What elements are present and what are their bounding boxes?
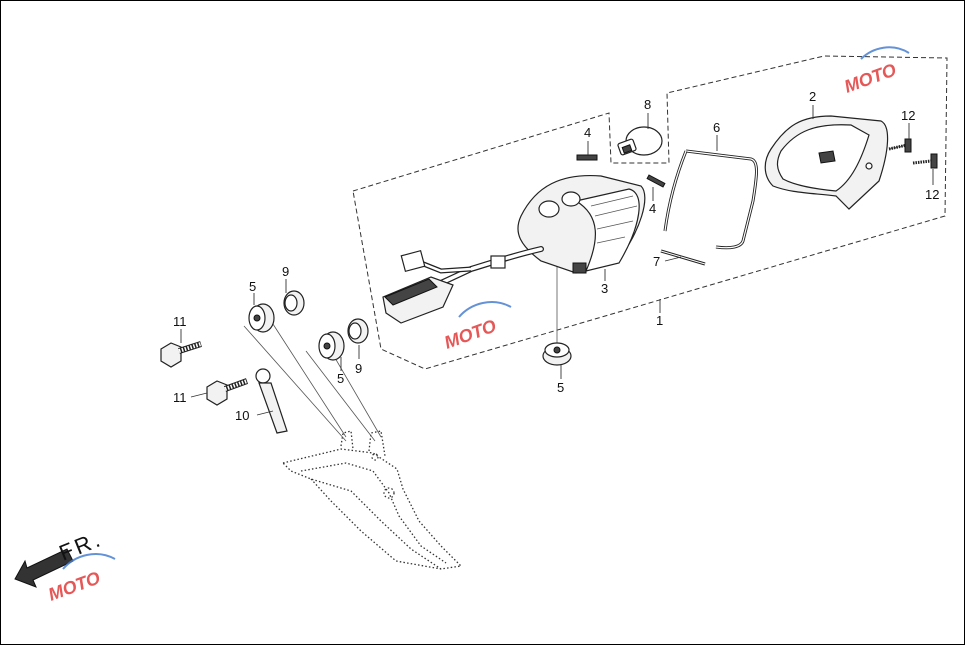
callout-12-lower: 12 — [925, 187, 939, 202]
watermark-text: MOTO — [46, 568, 103, 605]
guide-line-left-2 — [270, 320, 347, 438]
grommet-center — [542, 342, 572, 366]
spacer-mid — [646, 174, 666, 188]
screw-lower — [912, 153, 938, 169]
wire-clip — [255, 368, 288, 434]
watermark-text: MOTO — [842, 60, 899, 97]
leader-7 — [664, 256, 682, 262]
callout-5-left: 5 — [249, 279, 256, 294]
collar-right — [347, 318, 369, 344]
lamp-lens — [764, 115, 889, 210]
callout-9-left: 9 — [282, 264, 289, 279]
spacer-top — [576, 154, 598, 161]
bolt-lower — [206, 378, 249, 406]
screw-upper — [888, 138, 912, 153]
assembly-boundary — [352, 55, 948, 370]
lamp-housing — [382, 174, 646, 324]
callout-4-top: 4 — [584, 125, 591, 140]
guide-line-right-2 — [330, 350, 382, 438]
watermark-top-right: MOTO — [842, 46, 910, 97]
callout-3: 3 — [601, 281, 608, 296]
lamp-bulb — [617, 126, 663, 156]
guide-line-left — [243, 325, 347, 442]
collar-left — [283, 290, 305, 316]
callout-11-lower: 11 — [173, 390, 187, 405]
bolt-upper — [160, 341, 202, 368]
callout-11-upper: 11 — [173, 314, 187, 329]
callout-8: 8 — [644, 97, 651, 112]
callout-2: 2 — [809, 89, 816, 104]
guide-line-right — [305, 350, 376, 442]
callout-6: 6 — [713, 120, 720, 135]
watermark-text: MOTO — [442, 316, 499, 353]
callout-7: 7 — [653, 254, 660, 269]
front-label: FR. — [56, 526, 107, 566]
callout-5-mid: 5 — [337, 371, 344, 386]
callout-5-center: 5 — [557, 380, 564, 395]
callout-1: 1 — [656, 313, 663, 328]
callout-12-upper: 12 — [901, 108, 915, 123]
watermark-center: MOTO — [442, 301, 512, 353]
leader-10 — [256, 410, 274, 416]
grommet-left — [248, 303, 275, 333]
rear-fender-bracket — [281, 430, 463, 570]
leader-11b — [190, 392, 208, 398]
callout-4-mid: 4 — [649, 201, 656, 216]
callout-10: 10 — [235, 408, 249, 423]
callout-9-right: 9 — [355, 361, 362, 376]
grommet-mid — [318, 331, 345, 361]
lens-gasket — [685, 149, 758, 250]
